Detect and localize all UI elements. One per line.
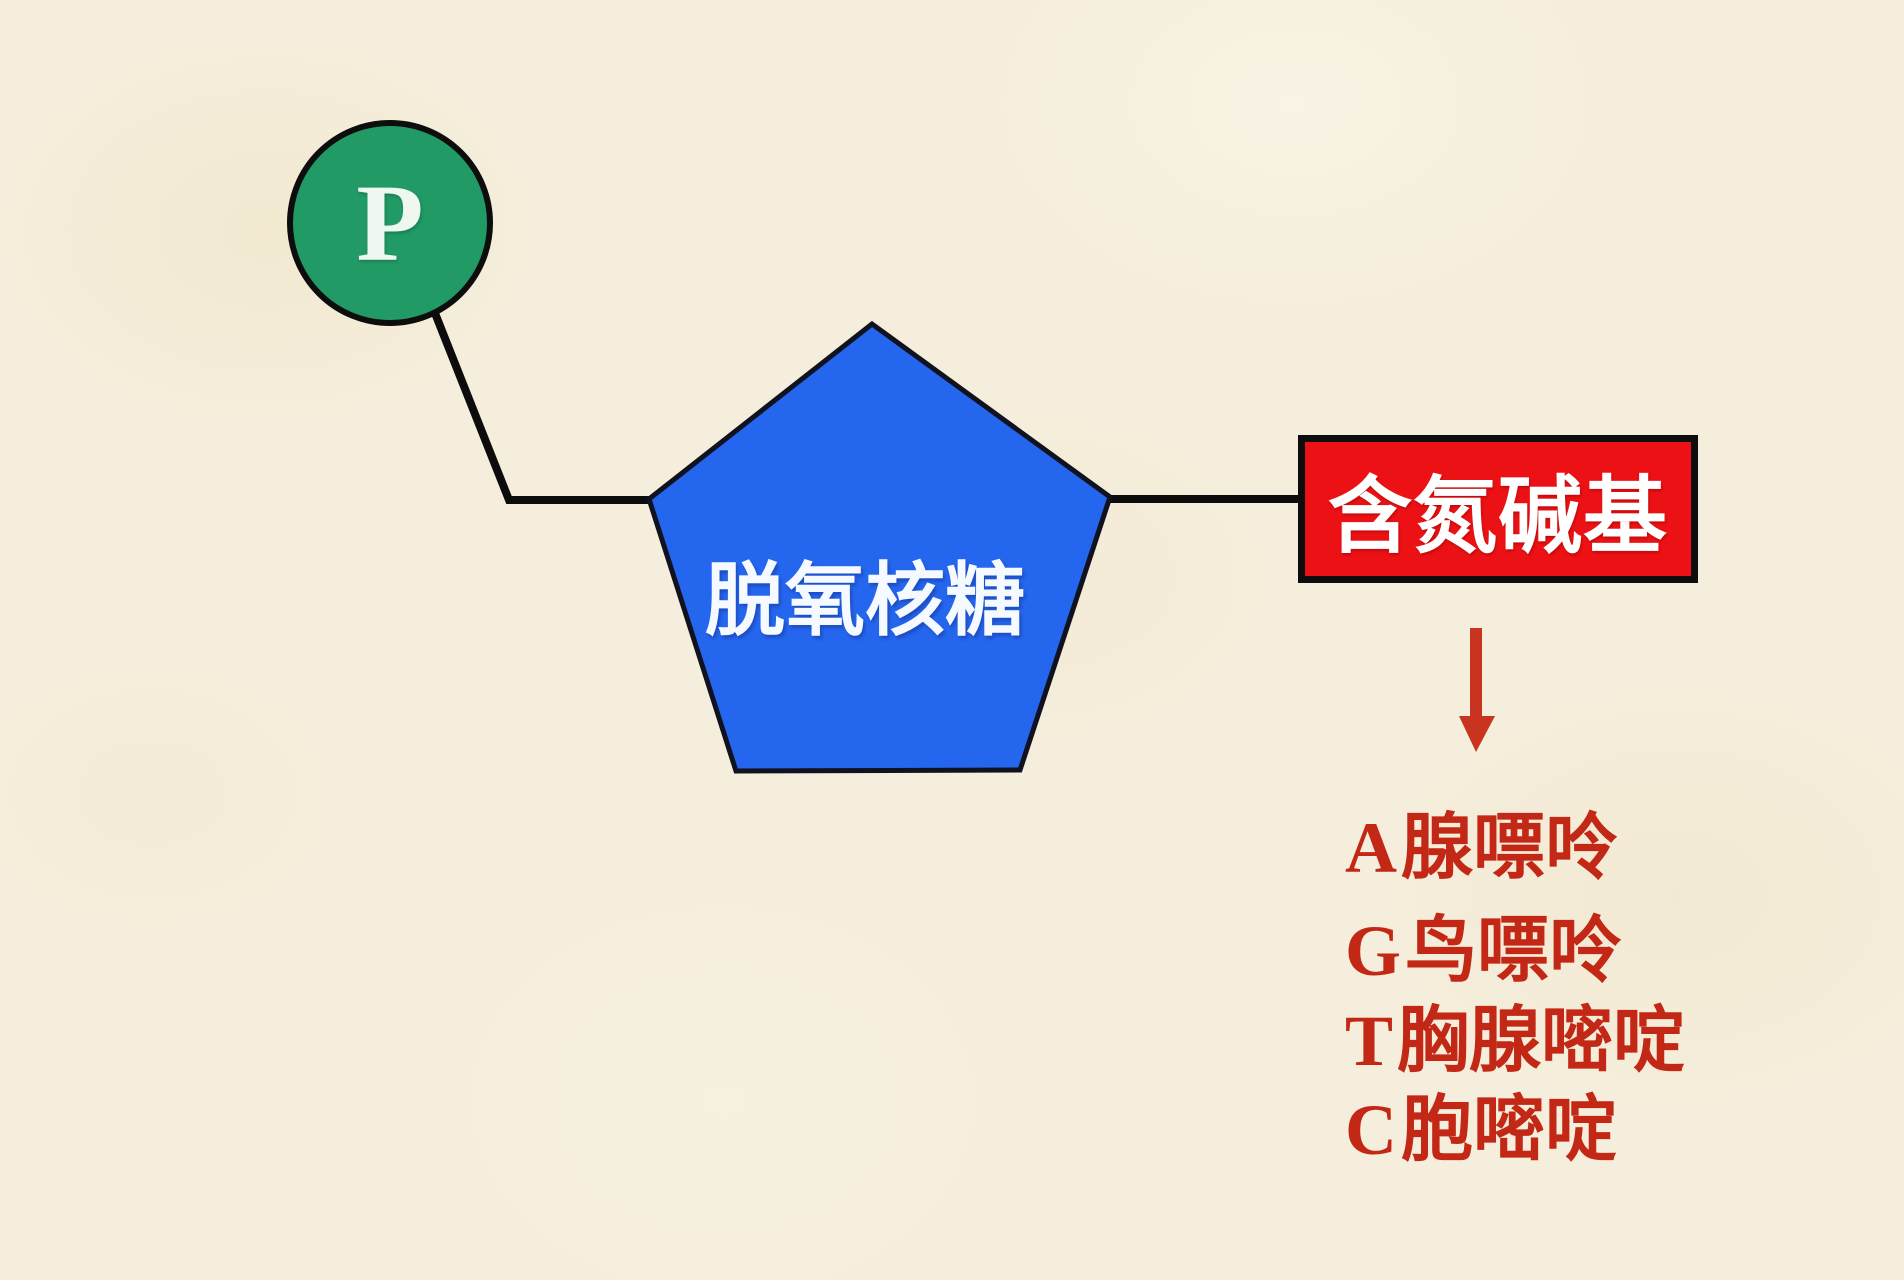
phosphate-label: P — [356, 161, 424, 284]
base-item-guanine: G鸟嘌呤 — [1345, 915, 1621, 987]
base-item-adenine: A腺嘌呤 — [1345, 812, 1617, 884]
base-letter: G — [1345, 911, 1402, 991]
nitrogen-base-box: 含氮碱基 — [1298, 435, 1698, 583]
base-letter: A — [1345, 808, 1397, 888]
base-name: 胸腺嘧啶 — [1397, 1001, 1686, 1081]
base-name: 鸟嘌呤 — [1405, 911, 1622, 991]
sugar-pentagon — [646, 320, 1113, 774]
base-name: 胞嘧啶 — [1401, 1090, 1618, 1170]
base-name: 腺嘌呤 — [1401, 808, 1618, 888]
phosphate-circle — [287, 120, 493, 326]
base-item-cytosine: C胞嘧啶 — [1345, 1094, 1617, 1166]
down-arrow-icon — [1459, 628, 1495, 752]
connector-phosphate-sugar — [425, 296, 660, 504]
nitrogen-base-label: 含氮碱基 — [1327, 470, 1668, 564]
sugar-label: 脱氧核糖 — [705, 558, 1025, 646]
base-item-thymine: T胸腺嘧啶 — [1345, 1005, 1685, 1077]
base-letter: C — [1345, 1090, 1397, 1170]
base-letter: T — [1345, 1001, 1394, 1081]
